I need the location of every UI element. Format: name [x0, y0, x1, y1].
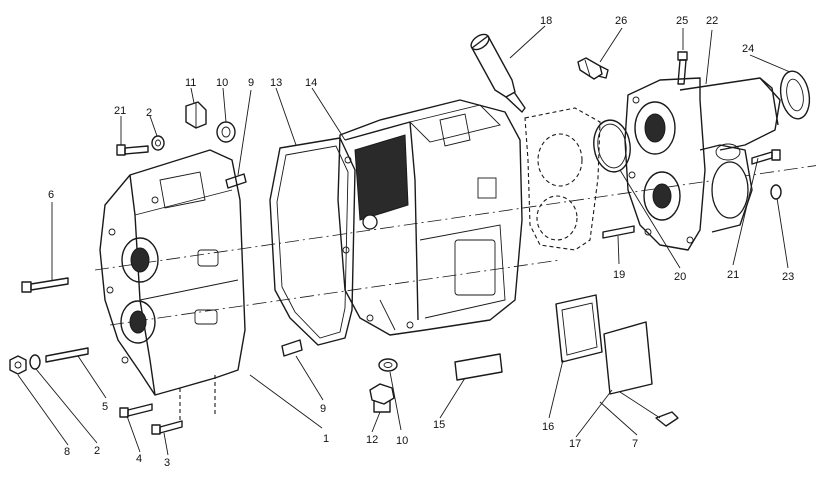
washer-2-top: [151, 135, 165, 151]
stud-6: [21, 277, 69, 293]
washer-2-bottom: [29, 354, 41, 370]
washer-10-bottom: [378, 358, 398, 372]
gasket: [269, 137, 356, 346]
stud-5: [45, 347, 89, 363]
cover-17: [603, 321, 653, 395]
washer-23: [770, 184, 782, 200]
dowel-9-top: [225, 173, 247, 189]
bolt-4: [119, 403, 153, 418]
callout-9: 9: [320, 403, 326, 415]
stud-19: [602, 225, 635, 239]
front-housing: [99, 149, 246, 420]
callout-6: 6: [48, 189, 54, 201]
plate-15: [454, 353, 503, 381]
drain-plug-12: [369, 383, 395, 413]
bolt-7: [619, 391, 679, 427]
callout-13: 13: [270, 77, 282, 89]
nut-8: [9, 355, 27, 375]
callout-labels: 1 2 2 3 4 5 6 7 8 9 9 10 10 11 12 13 14 …: [48, 15, 794, 469]
callout-7: 7: [632, 438, 638, 450]
callout-16: 16: [542, 421, 554, 433]
callout-1: 1: [323, 433, 329, 445]
oil-seal: [779, 70, 811, 120]
assembly-axis-lines: [94, 165, 816, 326]
callout-14: 14: [305, 77, 317, 89]
callout-12: 12: [366, 434, 378, 446]
plug-11: [185, 101, 207, 129]
callout-19: 19: [613, 269, 625, 281]
rear-seal-outline: [524, 107, 601, 251]
callout-20: 20: [674, 271, 686, 283]
gasket-16: [555, 294, 603, 363]
callout-21: 21: [114, 105, 126, 117]
callout-25: 25: [676, 15, 688, 27]
washer-10-top: [216, 121, 236, 143]
callout-10: 10: [396, 435, 408, 447]
bolt-21-left: [116, 144, 149, 156]
callout-3: 3: [164, 457, 170, 469]
switch: [577, 57, 609, 80]
main-case: [337, 99, 523, 336]
sealant-tube: [470, 33, 526, 113]
callout-4: 4: [136, 453, 142, 465]
callout-21: 21: [727, 269, 739, 281]
bolt-3: [151, 420, 183, 435]
callout-10: 10: [216, 77, 228, 89]
callout-23: 23: [782, 271, 794, 283]
bolt-25: [677, 51, 688, 85]
callout-15: 15: [433, 419, 445, 431]
callout-22: 22: [706, 15, 718, 27]
callout-24: 24: [742, 43, 754, 55]
callout-2: 2: [94, 445, 100, 457]
callout-leaders: [17, 25, 791, 456]
callout-11: 11: [185, 77, 196, 89]
callout-5: 5: [102, 401, 108, 413]
callout-8: 8: [64, 446, 70, 458]
callout-26: 26: [615, 15, 627, 27]
callout-9: 9: [248, 77, 254, 89]
bolt-21-right: [751, 149, 781, 165]
callout-17: 17: [569, 438, 581, 450]
dowel-9-bottom: [281, 339, 303, 357]
callout-18: 18: [540, 15, 552, 27]
callout-2: 2: [146, 107, 152, 119]
